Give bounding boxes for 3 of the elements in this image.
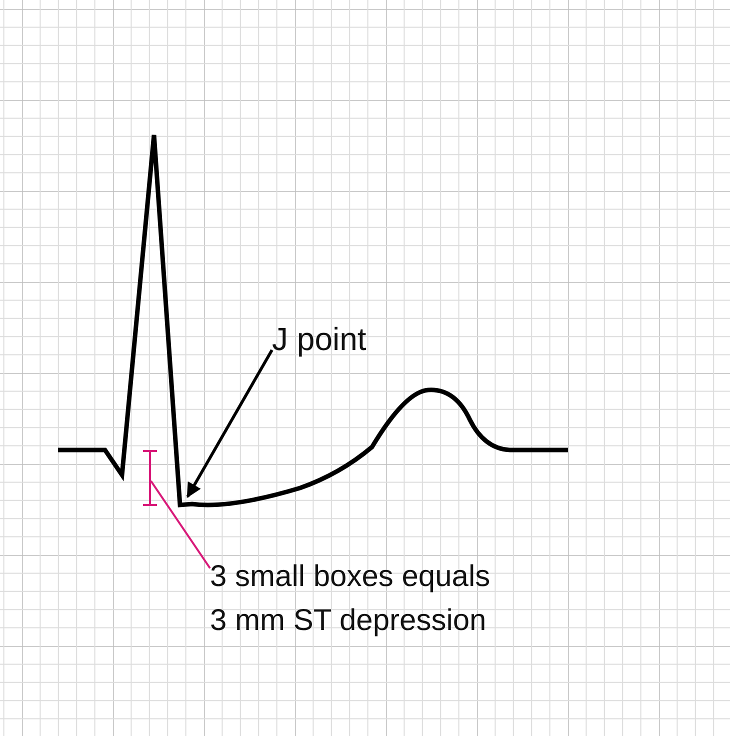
callout-label: J point [272,316,412,362]
arrow [186,349,274,498]
callout-label: 3 small boxes equals 3 mm ST depression [210,555,510,642]
